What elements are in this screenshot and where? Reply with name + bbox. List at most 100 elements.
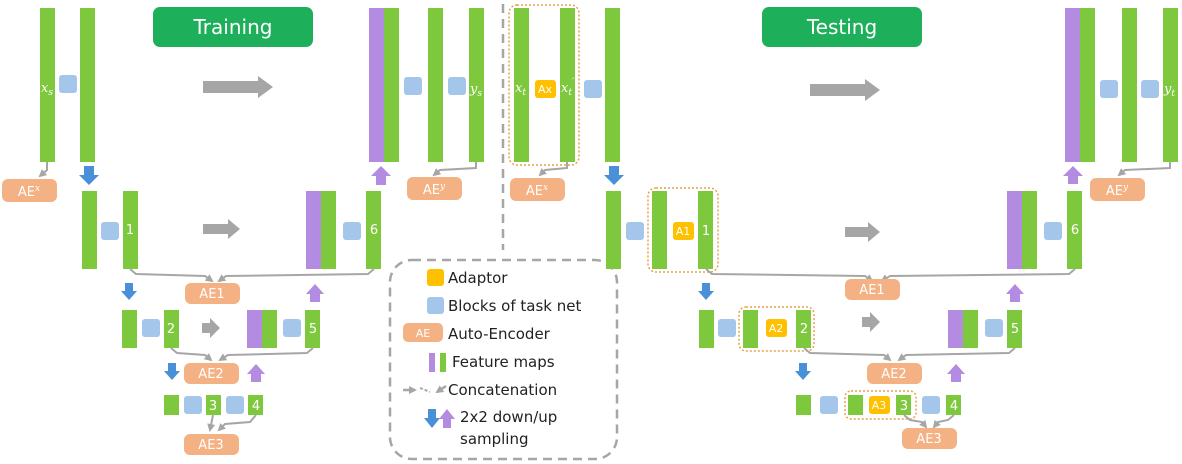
feature-map [123,191,138,269]
down-sampling-arrow [698,283,714,300]
legend-frame [388,258,619,461]
adaptor-ax [535,80,556,98]
xt-prime-label: xt′ [561,77,575,98]
ae-x-label: AEx [526,183,548,199]
concat-line [803,347,892,362]
feature-map-purple [948,310,963,348]
ae-y-box [1090,178,1145,201]
ae1-box [185,283,240,304]
adaptor-a3-label: A3 [872,399,887,412]
feature-map [743,310,758,348]
concat-line [217,414,257,432]
legend-sampling-line1: 2x2 down/up [460,408,557,426]
adaptor-a2 [766,319,787,337]
ae2-box [184,363,239,384]
feature-map [698,191,713,269]
task-block [1141,80,1159,98]
task-block [584,80,602,98]
ys-label: ys [469,82,482,99]
feature-map [1163,8,1178,162]
ae-x-box [510,178,565,201]
legend-blocks-swatch [427,297,444,314]
feature-map [164,395,179,415]
feature-map [469,8,484,162]
feature-map-purple [1007,191,1022,269]
feature-map [796,310,811,348]
legend-blocks: Blocks of task net [448,297,581,315]
up-sampling-arrow [1006,284,1024,302]
down-sampling-arrow [164,363,180,380]
task-block [985,319,1003,337]
node-label-3: 3 [209,399,217,414]
down-sampling-arrow [795,363,811,380]
concat-line [932,414,955,429]
concat-line [217,268,375,283]
legend: Adaptor Blocks of task net AE Auto-Encod… [388,258,619,461]
feature-map [796,395,811,415]
adaptor-a2-label: A2 [769,322,784,335]
feature-map [1067,191,1082,269]
feature-map [384,8,399,162]
feature-map [164,310,179,348]
concatenation-arrow [202,318,220,338]
ae-y-box [407,177,462,200]
feature-map-purple [1065,8,1080,162]
up-sampling-arrow [947,364,965,382]
feature-map [652,191,667,269]
testing-title: Testing [806,15,877,39]
node-label-4: 4 [252,399,260,414]
legend-ae: Auto-Encoder [448,325,551,343]
up-sampling-arrow [371,166,391,185]
node-label-6: 6 [370,223,378,238]
ae2-label: AE2 [881,367,906,382]
adaptor-region [508,4,580,166]
feature-map [262,310,277,348]
adaptor-a1-label: A1 [676,225,691,238]
ae3-box [184,434,239,455]
feature-map [1122,8,1137,162]
legend-concat: Concatenation [448,381,557,399]
ae3-label: AE3 [916,432,941,447]
xt-label: xt [515,81,526,98]
ae-x-box [2,179,57,202]
feature-map [321,191,336,269]
node-label-2: 2 [167,322,175,337]
node-label-1: 1 [126,223,134,238]
legend-feature: Feature maps [452,353,555,371]
concat-line [897,347,1016,362]
legend-up-arrow-icon [439,409,455,428]
concat-line [1117,162,1171,177]
concatenation-arrow [203,76,273,98]
feature-map [896,395,911,415]
ae-y-label: AEy [423,182,446,198]
adaptor-region [844,390,917,420]
legend-adaptor-swatch [427,269,444,286]
concat-line [705,268,874,283]
concatenation-arrow [845,222,880,242]
node-label-5: 5 [1011,322,1019,337]
ae1-box [845,279,900,300]
node-label-3: 3 [900,399,908,414]
feature-map [963,310,978,348]
concat-line [432,162,477,177]
feature-map [122,310,137,348]
node-label-2: 2 [800,322,808,337]
down-sampling-arrow [79,166,99,185]
ae-x-label: AEx [18,184,40,200]
adaptor-region [647,187,719,273]
concat-line [38,162,48,178]
task-block [626,222,644,240]
feature-map [1022,191,1037,269]
task-block [184,396,202,414]
concat-line [903,414,928,429]
task-block [820,396,838,414]
ae3-box [902,428,957,449]
feature-map [699,310,714,348]
adaptor-a1 [673,222,694,240]
node-label-5: 5 [309,322,317,337]
feature-map [514,8,529,162]
task-block [101,222,119,240]
node-label-4: 4 [950,399,958,414]
ae1-label: AE1 [859,283,884,298]
